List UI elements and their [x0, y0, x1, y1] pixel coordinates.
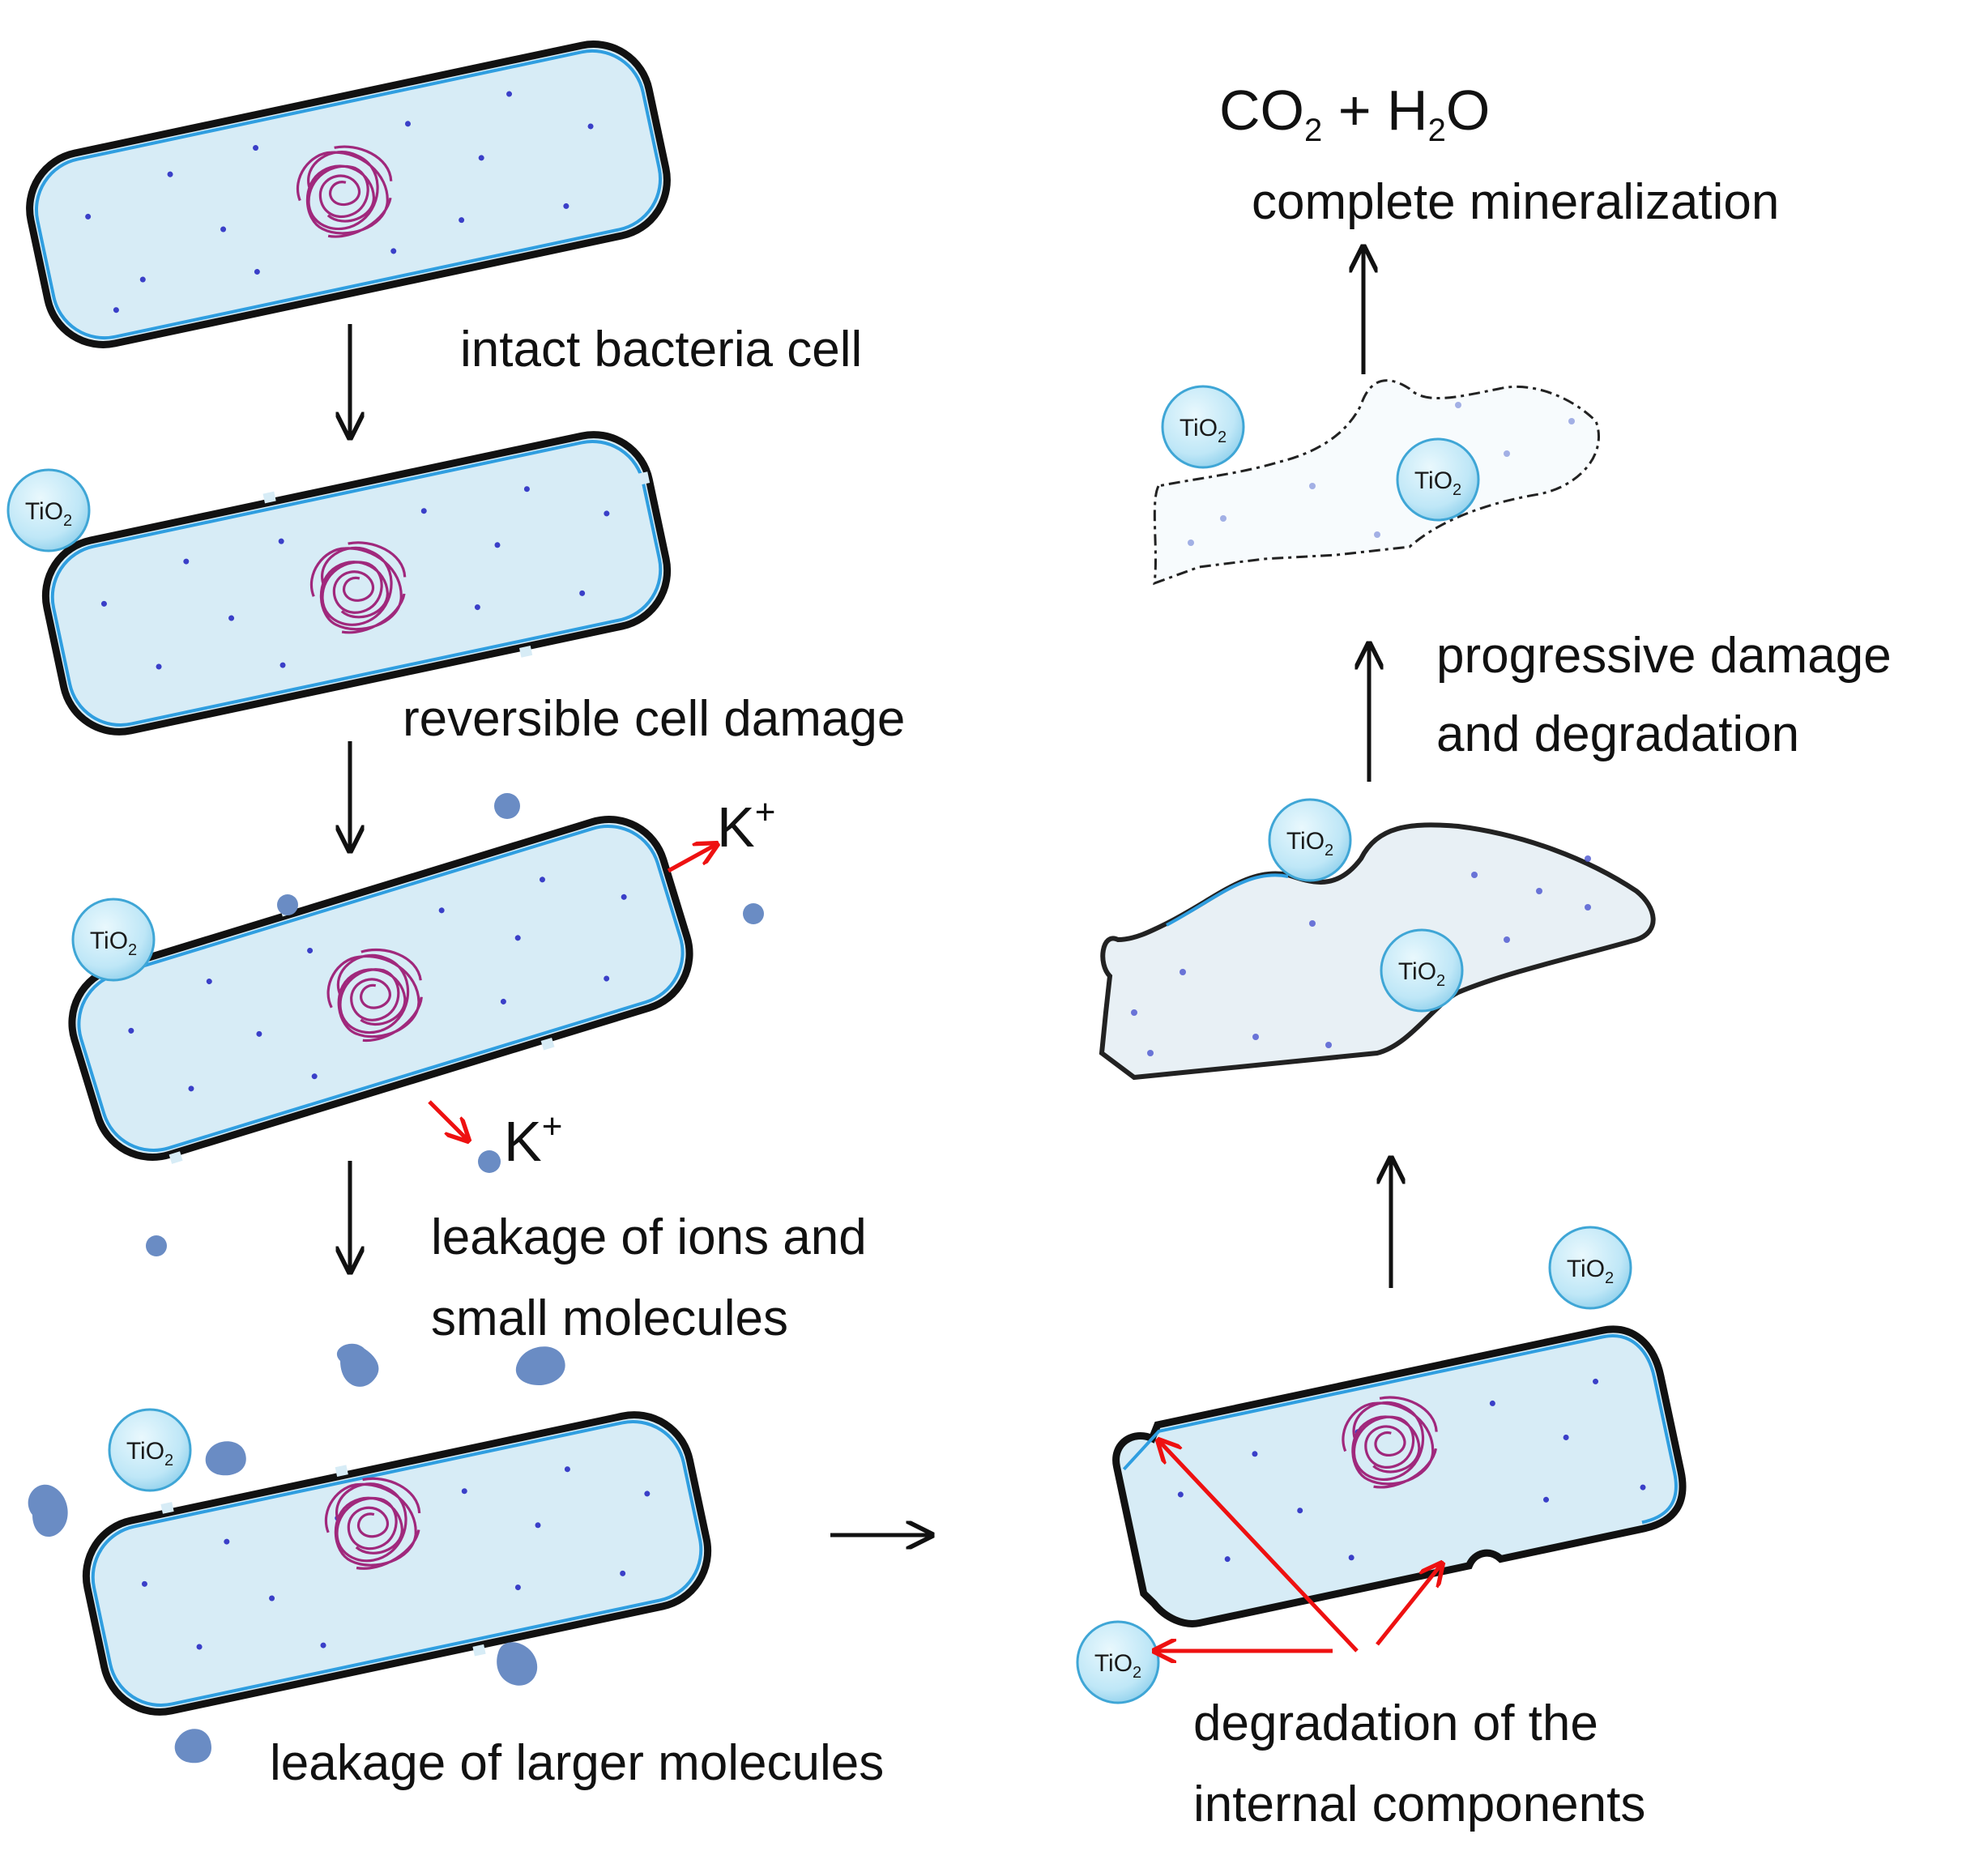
tio2-particles: TiO2 TiO2 TiO2 TiO2 TiO2 TiO2 TiO2 TiO2 … — [6, 385, 1632, 1704]
bacterium-cell-reversible-damage — [41, 431, 672, 736]
mineralization-products: CO2 + H2O — [1219, 79, 1490, 148]
tio2-particle-icon: TiO2 — [108, 1408, 192, 1492]
tio2-particle-icon: TiO2 — [1161, 385, 1245, 469]
stage-label-ion-leakage-line1: leakage of ions and — [431, 1209, 867, 1265]
leaked-molecule-icon — [478, 1150, 501, 1173]
stage-label-ion-leakage-line2: small molecules — [431, 1290, 788, 1346]
tio2-particle-icon: TiO2 — [1076, 1620, 1160, 1704]
leaked-molecule-icon — [497, 1642, 538, 1686]
stage-label-internal-degradation-line1: degradation of the — [1193, 1695, 1598, 1751]
arrow-icon — [428, 1100, 468, 1141]
svg-text:TiO2: TiO2 — [1414, 467, 1461, 499]
bacterium-cell-intact — [26, 41, 671, 348]
tio2-particle-icon: TiO2 — [1396, 437, 1480, 522]
leaked-molecule-icon — [515, 1346, 565, 1385]
bacterium-cell-icon — [1153, 379, 1600, 586]
tio2-particle-icon: TiO2 — [6, 468, 91, 552]
leaked-molecules — [28, 793, 764, 1764]
bacterium-cell-internal-degradation — [1112, 1325, 1687, 1627]
potassium-ion-label: K+ — [504, 1107, 562, 1173]
leaked-molecule-icon — [277, 894, 298, 915]
bacterium-cell-large-leakage — [82, 1411, 712, 1716]
bacterium-cell-ion-leakage — [68, 816, 693, 1164]
bacterium-cell-icon — [26, 41, 671, 348]
potassium-ion-label: K+ — [717, 792, 775, 859]
svg-text:TiO2: TiO2 — [1567, 1256, 1614, 1287]
svg-text:TiO2: TiO2 — [1286, 828, 1333, 859]
stage-label-reversible-damage: reversible cell damage — [403, 691, 905, 747]
leaked-molecule-icon — [743, 903, 764, 924]
svg-text:TiO2: TiO2 — [90, 928, 137, 959]
bacterium-cell-icon — [1099, 822, 1656, 1081]
svg-text:TiO2: TiO2 — [1094, 1650, 1141, 1682]
bacterium-cell-icon — [68, 816, 693, 1161]
svg-text:TiO2: TiO2 — [1180, 415, 1227, 446]
leaked-molecule-icon — [336, 1343, 379, 1387]
tio2-particle-icon: TiO2 — [1268, 798, 1352, 882]
stage-label-progressive-damage-line2: and degradation — [1436, 706, 1799, 762]
svg-text:TiO2: TiO2 — [25, 498, 72, 530]
bacterium-cell-icon — [82, 1411, 712, 1716]
stage-label-mineralization: complete mineralization — [1252, 174, 1779, 230]
leaked-molecule-icon — [28, 1484, 68, 1538]
bacterium-cell-progressive-damage — [1099, 822, 1656, 1081]
svg-text:TiO2: TiO2 — [126, 1438, 173, 1469]
bacterium-cell-icon — [41, 431, 672, 736]
leaked-molecule-icon — [174, 1729, 211, 1764]
arrow-icon — [1158, 1440, 1359, 1653]
stage-label-large-leakage: leakage of larger molecules — [270, 1735, 884, 1791]
stage-label-internal-degradation-line2: internal components — [1193, 1776, 1645, 1832]
stage-label-progressive-damage-line1: progressive damage — [1436, 628, 1892, 684]
stage-label-intact: intact bacteria cell — [460, 322, 862, 377]
bacterium-cell-ghost — [1153, 379, 1600, 586]
arrow-icon — [1376, 1563, 1442, 1646]
leaked-molecule-icon — [146, 1235, 167, 1256]
tio2-particle-icon: TiO2 — [1380, 928, 1464, 1013]
svg-text:TiO2: TiO2 — [1398, 958, 1445, 990]
tio2-particle-icon: TiO2 — [1548, 1226, 1632, 1310]
tio2-particle-icon: TiO2 — [71, 898, 156, 982]
leaked-molecule-icon — [205, 1441, 246, 1476]
leaked-molecule-icon — [494, 793, 520, 819]
arrow-icon — [667, 844, 717, 873]
